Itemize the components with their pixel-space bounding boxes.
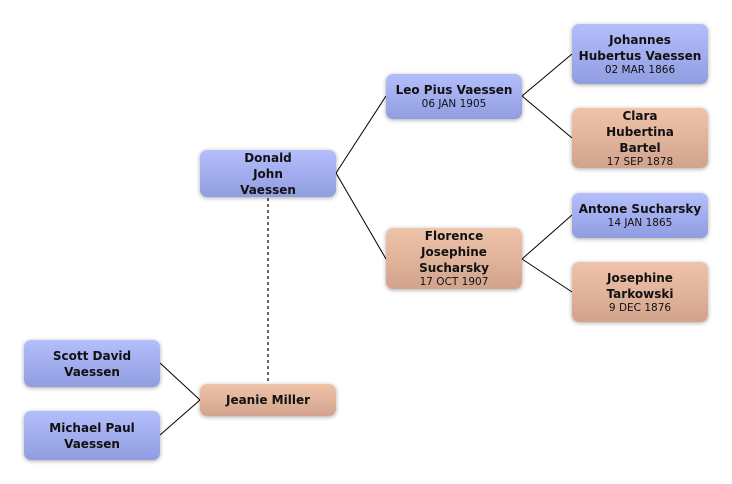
person-clara[interactable]: Clara Hubertina Bartel 17 SEP 1878 <box>572 108 708 168</box>
person-antone[interactable]: Antone Sucharsky 14 JAN 1865 <box>572 193 708 238</box>
person-name: Leo Pius Vaessen <box>395 83 513 97</box>
link-florence-josephine <box>521 258 573 293</box>
person-name: Donald John Vaessen <box>240 150 296 197</box>
link-florence-antone <box>521 214 573 260</box>
person-date: 14 JAN 1865 <box>607 217 673 229</box>
link-leo-clara <box>521 95 573 139</box>
person-name: Michael Paul Vaessen <box>49 420 135 451</box>
person-date: 02 MAR 1866 <box>604 63 676 76</box>
person-florence[interactable]: Florence Josephine Sucharsky 17 OCT 1907 <box>386 228 522 289</box>
person-date: 17 OCT 1907 <box>419 276 489 288</box>
person-josephine[interactable]: Josephine Tarkowski 9 DEC 1876 <box>572 262 708 322</box>
person-date: 06 JAN 1905 <box>421 98 487 110</box>
person-donald[interactable]: Donald John Vaessen <box>200 150 336 197</box>
person-michael[interactable]: Michael Paul Vaessen <box>24 411 160 460</box>
link-jeanie-michael <box>159 399 201 436</box>
person-date: 9 DEC 1876 <box>608 301 672 314</box>
person-name: Florence Josephine Sucharsky <box>419 229 489 275</box>
person-name: Jeanie Miller <box>225 393 310 407</box>
link-donald-leo <box>335 95 387 174</box>
person-date: 17 SEP 1878 <box>606 155 674 168</box>
link-donald-florence <box>335 172 387 260</box>
person-name: Clara Hubertina Bartel <box>606 108 674 155</box>
link-jeanie-scott <box>159 362 201 401</box>
person-leo[interactable]: Leo Pius Vaessen 06 JAN 1905 <box>386 74 522 119</box>
person-name: Scott David Vaessen <box>52 348 132 379</box>
person-jeanie[interactable]: Jeanie Miller <box>200 384 336 416</box>
link-leo-johannes <box>521 53 573 97</box>
person-scott[interactable]: Scott David Vaessen <box>24 340 160 387</box>
person-name: Johannes Hubertus Vaessen <box>578 32 702 63</box>
person-name: Josephine Tarkowski <box>606 270 674 301</box>
person-johannes[interactable]: Johannes Hubertus Vaessen 02 MAR 1866 <box>572 24 708 84</box>
person-name: Antone Sucharsky <box>578 202 702 216</box>
